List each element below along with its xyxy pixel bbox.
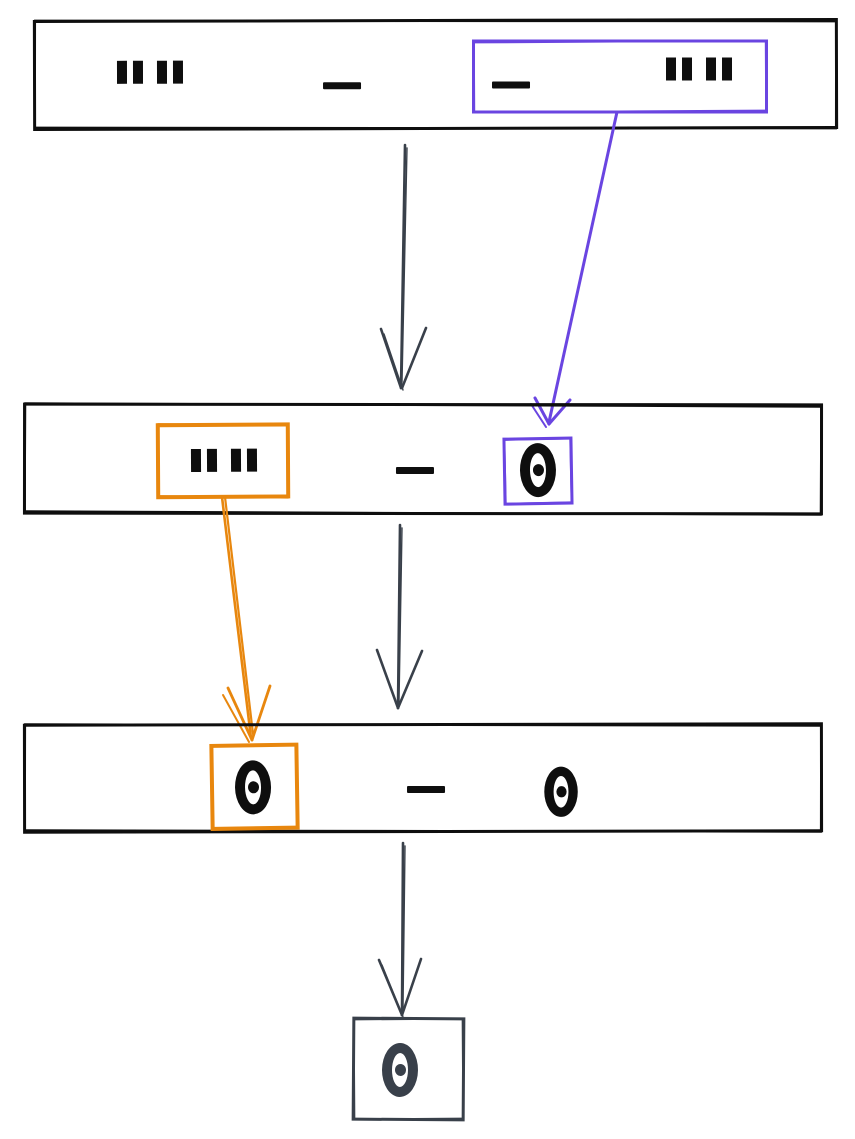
bar-icon: [230, 448, 242, 472]
theta-symbol: [544, 766, 578, 817]
arrow-step1-to-step2: [379, 143, 428, 391]
bar-pair: [230, 448, 258, 472]
bar-pair: [706, 57, 733, 81]
arrow-step2-to-step3: [375, 523, 424, 710]
arrow-purple-substitution: [530, 110, 619, 428]
bar-icon: [666, 57, 677, 81]
bars-pair-symbol: [666, 57, 733, 81]
bar-icon: [682, 57, 693, 81]
bar-icon: [722, 57, 733, 81]
orange-box-group: [155, 422, 291, 500]
orange-box-theta: [209, 742, 300, 831]
bar-pair: [190, 448, 218, 473]
expression-row-1: [32, 17, 839, 132]
dash-symbol: [395, 466, 434, 475]
theta-symbol: [519, 442, 557, 498]
bar-icon: [206, 448, 218, 472]
dash-symbol: [407, 785, 446, 794]
bar-icon: [156, 60, 168, 84]
dash-symbol: [492, 81, 531, 89]
bar-pair: [116, 60, 144, 84]
purple-box-theta: [502, 436, 574, 506]
bar-pair: [156, 60, 184, 84]
bar-icon: [132, 60, 144, 84]
bar-pair: [666, 57, 693, 81]
dash-symbol: [323, 82, 362, 90]
bars-pair-symbol: [116, 60, 184, 84]
bar-icon: [190, 448, 202, 473]
theta-symbol: [381, 1042, 419, 1098]
arrow-orange-substitution: [220, 495, 272, 743]
bar-icon: [246, 448, 258, 472]
bar-icon: [706, 57, 717, 81]
bar-icon: [172, 60, 184, 84]
arrow-step3-to-result: [377, 841, 423, 1018]
expression-row-2: [22, 402, 824, 516]
expression-row-3: [22, 722, 824, 834]
bar-icon: [116, 60, 128, 84]
bars-pair-symbol: [190, 448, 258, 473]
theta-symbol: [234, 760, 272, 815]
result-box: [351, 1016, 466, 1122]
